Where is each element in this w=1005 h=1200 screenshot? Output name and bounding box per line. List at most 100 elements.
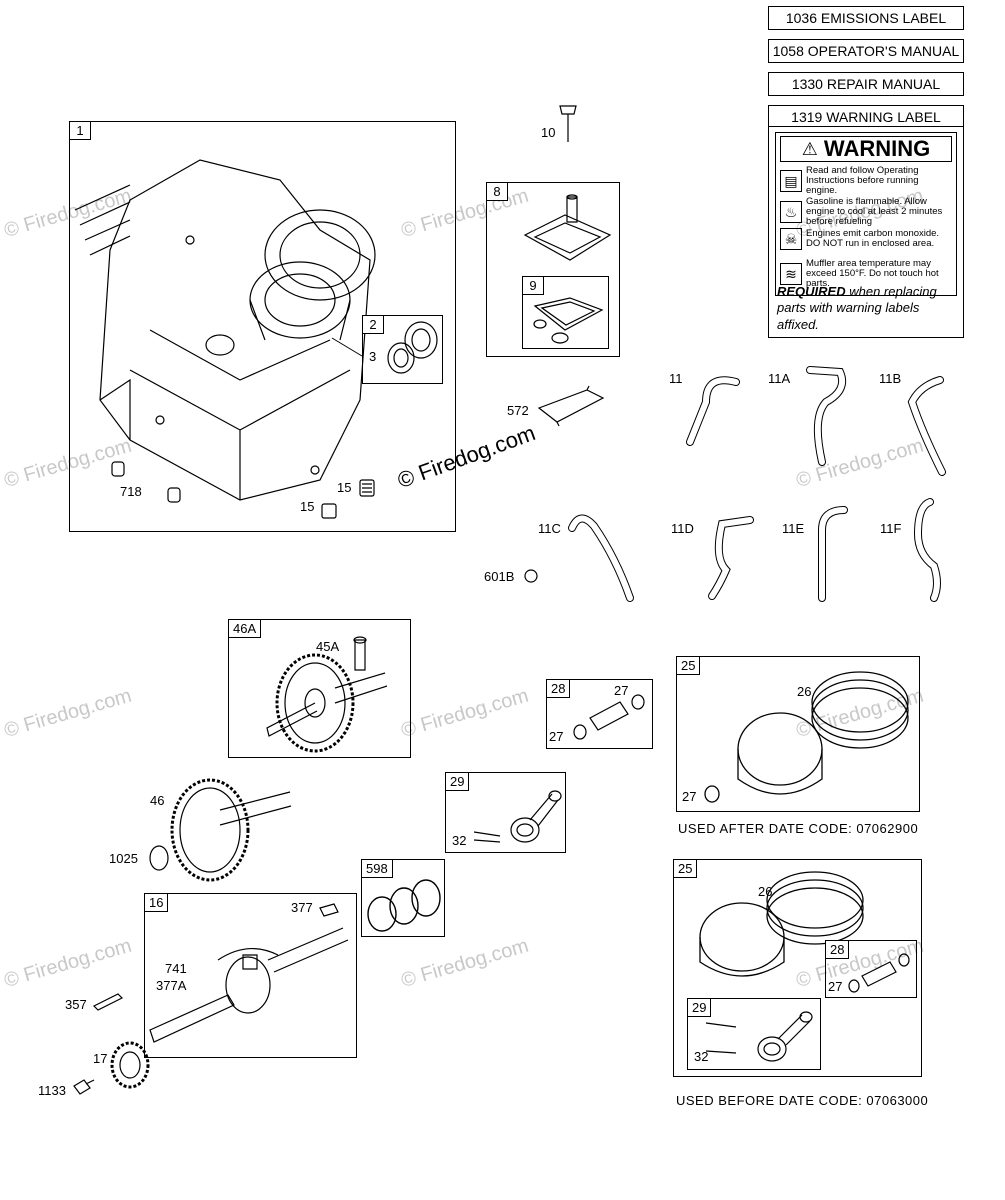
emissions-label-box[interactable]: 1036 EMISSIONS LABEL [768, 6, 964, 30]
screw-illustration[interactable] [556, 104, 580, 146]
crankcase-assembly-box[interactable]: 1 [69, 121, 456, 532]
connecting-rod-box[interactable]: 29 [445, 772, 566, 853]
piston-pin-illustration[interactable] [570, 688, 652, 743]
part-label: 11D [671, 521, 694, 536]
breather-illustration[interactable] [520, 195, 615, 270]
oil-seal-illustration[interactable] [385, 320, 440, 380]
part-label: 598 [361, 859, 393, 878]
crankcase-illustration[interactable] [70, 140, 400, 510]
warning-label-title: 1319 WARNING LABEL [791, 109, 941, 125]
hot-surface-icon: ≋ [780, 262, 802, 285]
warning-label-box[interactable]: 1319 WARNING LABEL ⚠ WARNING ▤ Read and … [768, 105, 964, 338]
warning-text: Engines emit carbon monoxide. DO NOT run… [806, 228, 940, 249]
part-label: 8 [486, 182, 508, 201]
gasket-illustration[interactable] [530, 296, 605, 344]
camshaft-46a-box[interactable]: 46A [228, 619, 411, 758]
warning-triangle-icon: ⚠ [801, 138, 818, 159]
piston-assembly-before-box[interactable]: 25 [673, 859, 922, 1077]
part-label: 45A [316, 639, 340, 654]
part-label: 572 [507, 403, 529, 418]
crankshaft-illustration[interactable] [148, 900, 353, 1050]
hose-11c-illustration[interactable] [566, 508, 646, 606]
part-label: 377A [156, 978, 187, 993]
part-label: 601B [484, 569, 515, 584]
ring-set-illustration[interactable] [364, 876, 444, 934]
date-code-after-note: USED AFTER DATE CODE: 07062900 [678, 821, 919, 836]
hose-11a-illustration[interactable] [800, 362, 860, 467]
part-label: 377 [291, 900, 313, 915]
part-label: 46 [150, 793, 165, 808]
hose-11e-illustration[interactable] [812, 502, 857, 602]
hose-11-illustration[interactable] [676, 372, 746, 447]
part-label: 32 [694, 1049, 709, 1064]
part-label: 27 [549, 729, 564, 744]
part-label: 28 [825, 940, 850, 959]
part-label: 1133 [38, 1083, 66, 1098]
part-label: 11 [669, 371, 683, 386]
part-label: 11B [879, 371, 902, 386]
part-label: 32 [452, 833, 467, 848]
warning-text: Read and follow Operating Instructions b… [806, 165, 919, 196]
connecting-rod-illustration[interactable] [470, 780, 565, 850]
part-label: 29 [445, 772, 470, 791]
watermark: © Firedog.com [398, 934, 532, 993]
part-label: 3 [369, 349, 377, 364]
piston-pin-box[interactable]: 28 [546, 679, 653, 749]
camshaft-gear-illustration[interactable] [255, 628, 405, 753]
clamp-illustration[interactable] [521, 566, 541, 586]
piston-pin-before-box[interactable]: 28 [825, 940, 917, 998]
part-label: 26 [797, 684, 812, 699]
part-label: 357 [65, 997, 87, 1012]
bolt-illustration[interactable] [72, 1076, 96, 1100]
part-label: 741 [165, 961, 187, 976]
hose-11f-illustration[interactable] [904, 494, 954, 606]
part-label: 1025 [109, 851, 138, 866]
part-label: 718 [120, 484, 142, 499]
breather-gasket-box[interactable]: 9 [522, 276, 609, 349]
piston-assembly-after-box[interactable]: 25 [676, 656, 920, 812]
warning-heading: WARNING [823, 136, 931, 161]
repair-manual-box[interactable]: 1330 REPAIR MANUAL [768, 72, 964, 96]
crankshaft-box[interactable]: 16 [144, 893, 357, 1058]
shield-illustration[interactable] [537, 384, 605, 426]
piston-before-illustration[interactable] [690, 862, 870, 982]
part-label: 25 [676, 656, 701, 675]
dowel-pin-illustration[interactable] [110, 460, 190, 505]
warning-text: Gasoline is flammable. Allow engine to c… [806, 196, 943, 227]
connecting-rod-before-box[interactable]: 29 [687, 998, 821, 1070]
piston-after-illustration[interactable] [700, 664, 918, 806]
warning-decal: ⚠ WARNING ▤ Read and follow Operating In… [775, 132, 957, 296]
part-label: 10 [541, 125, 556, 140]
hose-11d-illustration[interactable] [700, 508, 765, 603]
plug-illustration[interactable] [320, 478, 382, 523]
part-label: 1 [69, 121, 91, 140]
date-code-before-note: USED BEFORE DATE CODE: 07063000 [676, 1093, 929, 1108]
part-label: 17 [93, 1051, 108, 1066]
part-label: 28 [546, 679, 571, 698]
part-label: 25 [673, 859, 698, 878]
part-label: 15 [300, 499, 315, 514]
key-illustration[interactable] [92, 990, 124, 1010]
operators-manual-box[interactable]: 1058 OPERATOR'S MANUAL [768, 39, 964, 63]
part-label: 11E [782, 521, 805, 536]
manual-icon: ▤ [780, 169, 802, 192]
breather-assembly-box[interactable]: 8 [486, 182, 620, 357]
part-label: 16 [144, 893, 169, 912]
part-label: 29 [687, 998, 712, 1017]
connecting-rod-before-illustration[interactable] [700, 1003, 818, 1067]
part-label: 11F [880, 521, 902, 536]
bearing-illustration[interactable] [108, 1040, 153, 1090]
fumes-icon: ☠ [780, 228, 802, 250]
leader-line [332, 338, 364, 358]
part-label: 15 [337, 480, 352, 495]
ring-set-598-box[interactable]: 598 [361, 859, 445, 937]
oil-seal-box[interactable]: 2 [362, 315, 443, 384]
watermark: © Firedog.com [1, 684, 135, 743]
camshaft-46-illustration[interactable] [145, 770, 295, 885]
watermark: © Firedog.com [1, 934, 135, 993]
hose-11b-illustration[interactable] [900, 372, 955, 477]
piston-pin-before-illustration[interactable] [846, 946, 916, 996]
part-label: 2 [362, 315, 384, 334]
watermark: © Firedog.com [398, 684, 532, 743]
required-note: REQUIRED when replacing parts with warni… [777, 284, 937, 332]
